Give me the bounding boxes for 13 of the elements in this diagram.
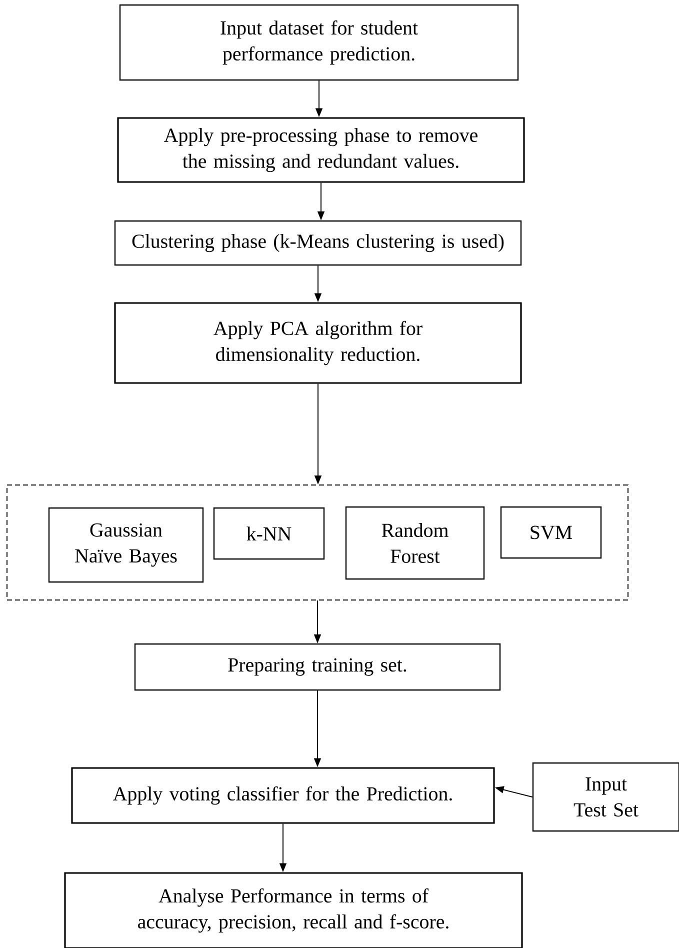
process-box: Input Test Set xyxy=(532,762,679,832)
process-box: Analyse Performance in terms of accuracy, precision, recall and f-score. xyxy=(64,872,523,948)
process-box: Input dataset for student performance prediction. xyxy=(119,4,519,81)
process-box: Apply PCA algorithm for dimensionality reduction. xyxy=(114,302,522,384)
process-box: Clustering phase (k-Means clustering is used) xyxy=(114,220,522,266)
classifier-box: SVM xyxy=(500,506,602,559)
process-box: Apply pre-processing phase to remove the missing and redundant values. xyxy=(117,117,525,183)
classifier-box: Random Forest xyxy=(345,506,485,580)
process-box: Preparing training set. xyxy=(134,643,501,691)
dashed-group-box xyxy=(6,484,628,600)
process-box: Apply voting classifier for the Prediction. xyxy=(71,767,495,824)
classifier-box: k-NN xyxy=(213,507,325,560)
classifier-box: Gaussian Naïve Bayes xyxy=(48,507,204,583)
